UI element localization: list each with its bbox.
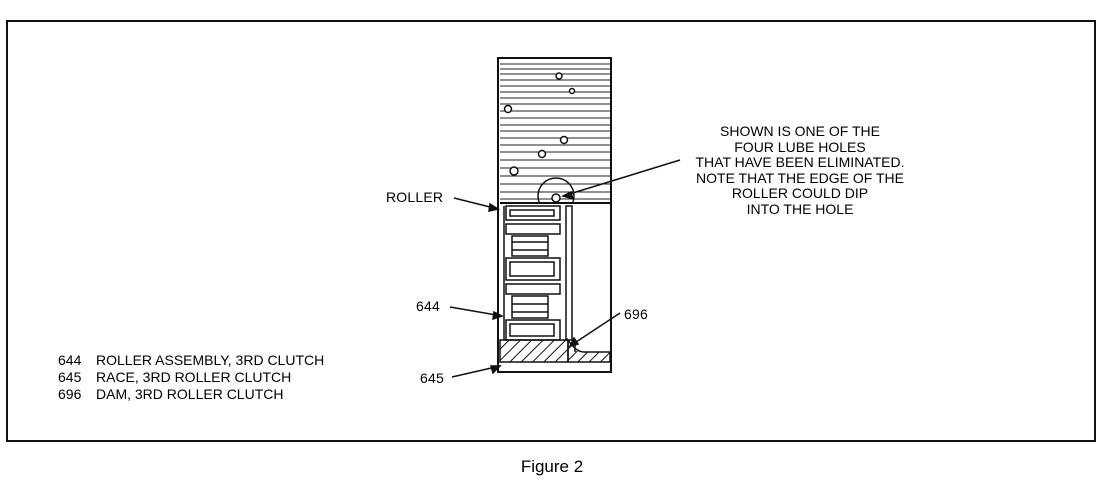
legend-text: DAM, 3RD ROLLER CLUTCH [96, 386, 284, 402]
figure-frame [6, 20, 1096, 442]
label-roller: ROLLER [386, 189, 444, 205]
inner-race-wall [565, 205, 573, 341]
note-line: INTO THE HOLE [746, 200, 854, 217]
legend-row: 696 DAM, 3RD ROLLER CLUTCH [58, 386, 324, 403]
legend-row: 645 RACE, 3RD ROLLER CLUTCH [58, 369, 324, 386]
note-line: THAT HAVE BEEN ELIMINATED. [695, 154, 905, 170]
lube-holes [503, 72, 576, 203]
note-line: NOTE THAT THE EDGE OF THE [696, 169, 904, 186]
label-part-645: 645 [420, 370, 444, 386]
legend-number: 645 [58, 369, 82, 385]
legend-row: 644 ROLLER ASSEMBLY, 3RD CLUTCH [58, 352, 324, 369]
lube-hole-note: SHOWN IS ONE OF THE FOUR LUBE HOLES THAT… [650, 123, 950, 217]
note-line: SHOWN IS ONE OF THE [720, 123, 880, 139]
note-line: ROLLER COULD DIP [731, 185, 869, 201]
leader-lines [449, 159, 681, 378]
figure-caption: Figure 2 [520, 457, 584, 476]
label-part-696: 696 [624, 306, 648, 322]
parts-legend: 644 ROLLER ASSEMBLY, 3RD CLUTCH 645 RACE, … [58, 352, 324, 403]
legend-text: RACE, 3RD ROLLER CLUTCH [96, 369, 292, 385]
housing-hatching [500, 63, 610, 200]
note-line: FOUR LUBE HOLES [734, 138, 866, 155]
label-part-644: 644 [416, 298, 440, 314]
legend-number: 644 [58, 352, 82, 368]
race-645 [499, 339, 569, 363]
legend-number: 696 [58, 386, 82, 402]
roller-assemblies [505, 205, 561, 341]
legend-text: ROLLER ASSEMBLY, 3RD CLUTCH [96, 352, 325, 368]
